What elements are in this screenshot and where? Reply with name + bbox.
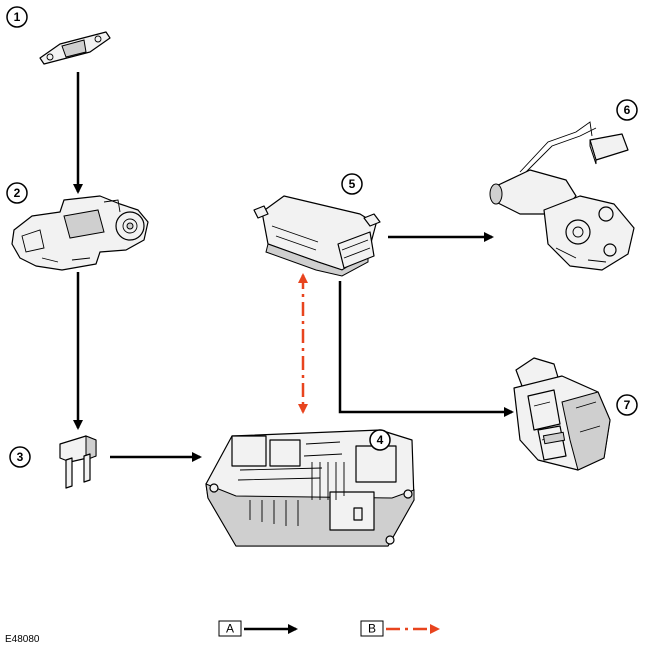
link-5-to-7 [338, 281, 514, 417]
callout-1: 1 [6, 6, 28, 28]
legend-a-label: A [226, 622, 234, 636]
mega-fuse-icon [39, 31, 111, 65]
callout-label: 4 [377, 433, 384, 447]
window-motor-icon [489, 121, 635, 271]
legend-a: A [218, 620, 298, 637]
blade-fuse-icon [59, 435, 97, 489]
callout-6: 6 [616, 99, 638, 121]
callout-label: 3 [17, 450, 24, 464]
control-module-icon [253, 195, 381, 277]
callout-label: 5 [349, 177, 356, 191]
callout-2: 2 [6, 182, 28, 204]
reference-code: E48080 [5, 634, 40, 645]
callout-label: 1 [14, 10, 21, 24]
fuse-box-icon [205, 429, 415, 547]
window-switch-icon [513, 357, 611, 471]
callout-label: 7 [624, 398, 631, 412]
ignition-switch-icon [11, 195, 149, 271]
callout-3: 3 [9, 446, 31, 468]
callout-label: 2 [14, 186, 21, 200]
callout-7: 7 [616, 394, 638, 416]
callout-4: 4 [369, 429, 391, 451]
callout-label: 6 [624, 103, 631, 117]
legend-b-label: B [368, 622, 376, 636]
callout-5: 5 [341, 173, 363, 195]
legend-b: B [360, 620, 440, 637]
